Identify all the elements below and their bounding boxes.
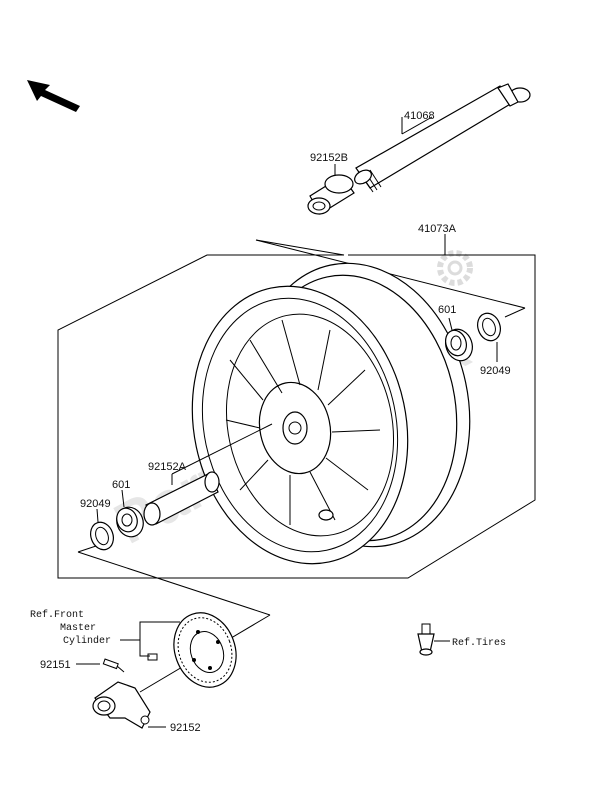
leader-bearing-left: [121, 489, 125, 508]
label-ref-tires: Ref.Tires: [452, 637, 506, 649]
leader-bearing-right: [448, 317, 453, 331]
label-ref-front-1: Ref.Front: [30, 609, 84, 621]
label-sensor: 92152: [170, 722, 201, 734]
label-collar-b: 92152B: [310, 152, 348, 164]
sensor-rotor: [173, 612, 237, 688]
leader-ref-front-b: [139, 640, 150, 657]
label-ref-front-2: Master: [60, 623, 96, 634]
sensor-bracket: [92, 681, 151, 729]
label-ref-front-3: Cylinder: [63, 635, 111, 647]
leader-seal-left: [96, 508, 99, 523]
label-wheel: 41073A: [418, 223, 457, 235]
label-bolt: 92151: [40, 659, 71, 671]
collar-92152a: [143, 471, 220, 526]
bearing-right-601: [445, 328, 473, 362]
bolt-92151: [102, 658, 125, 673]
label-axle: 41068: [404, 110, 435, 122]
label-collar-a: 92152A: [148, 461, 187, 473]
leader-axle-2: [401, 116, 433, 135]
label-seal-right: 92049: [480, 365, 511, 377]
front-wheel: [191, 262, 471, 565]
label-bearing-left: 601: [112, 479, 130, 491]
leader-ref-front-a: [120, 621, 180, 641]
sensor-group-outline: [77, 545, 271, 693]
axle-41068: [354, 83, 531, 193]
leader-collar-a-2: [171, 423, 273, 475]
valve-stem: [417, 623, 435, 656]
gear-icon: [437, 250, 473, 286]
label-bearing-right: 601: [438, 304, 456, 316]
front-direction-arrow-icon: [27, 80, 80, 112]
screw-small: [147, 653, 158, 661]
seal-left-92049: [90, 521, 114, 551]
bearing-left-601: [116, 506, 144, 538]
seal-right-92049: [477, 312, 501, 342]
collar-92152b: [307, 174, 355, 215]
label-seal-left: 92049: [80, 498, 111, 510]
